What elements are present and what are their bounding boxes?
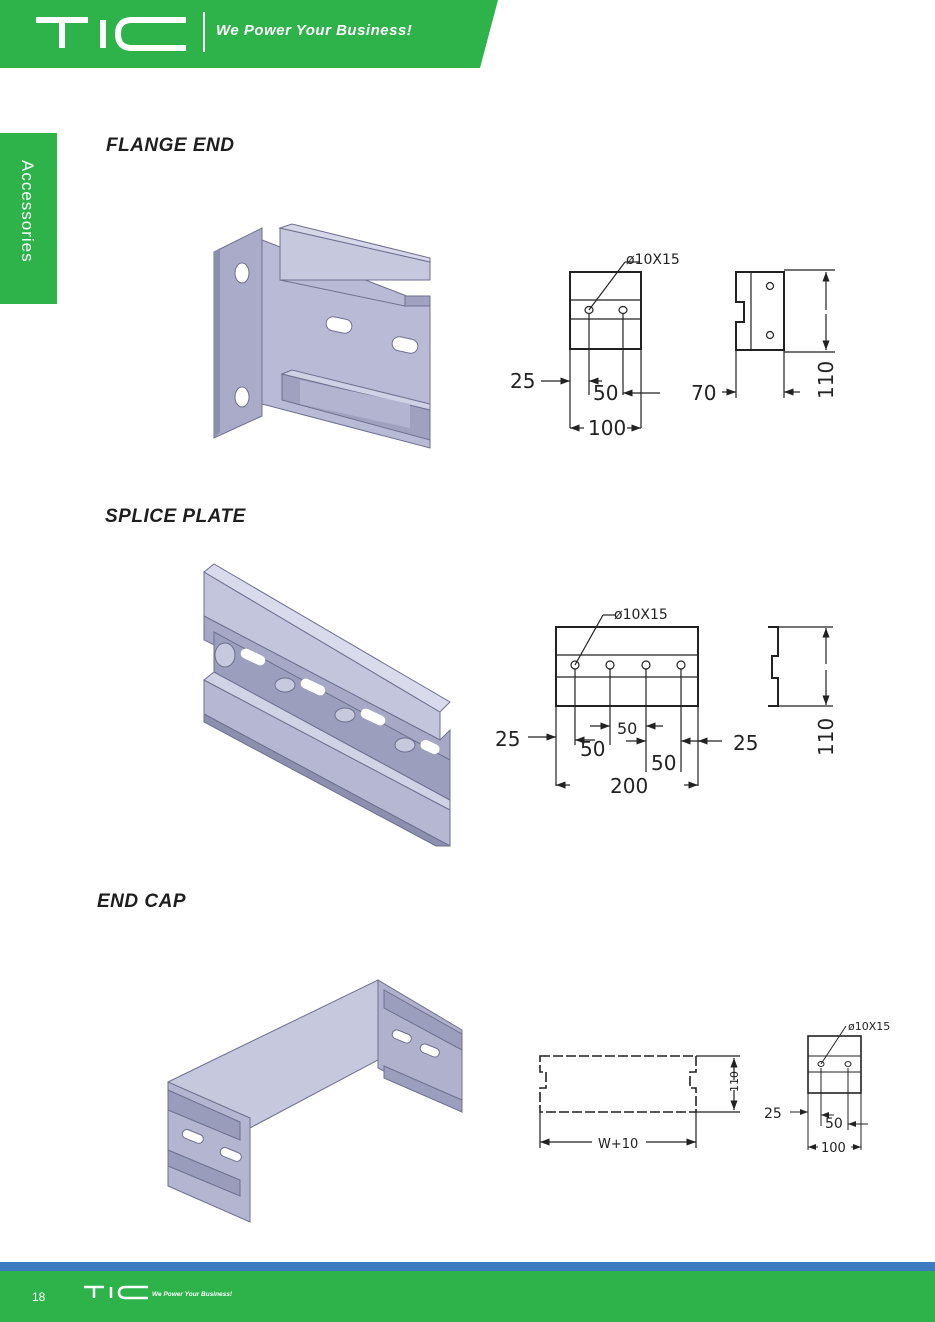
footer-blue-stripe xyxy=(0,1262,935,1271)
end-cap-dim-height: 110 xyxy=(728,1071,741,1092)
flange-hole-note: ø10X15 xyxy=(626,252,680,268)
header: We Power Your Business! xyxy=(0,0,935,70)
splice-hole-note: ø10X15 xyxy=(614,607,668,623)
flange-dim-a: 25 xyxy=(510,369,535,393)
splice-dim-c: 50 xyxy=(617,719,637,738)
end-cap-render xyxy=(167,979,463,1223)
footer-tic-logo xyxy=(84,1285,148,1300)
flange-dim-c: 100 xyxy=(588,416,626,440)
footer: 18 We Power Your Business! xyxy=(0,1262,935,1322)
end-cap-dim-width: W+10 xyxy=(598,1137,638,1152)
flange-end-render xyxy=(213,223,431,449)
side-tab xyxy=(0,133,57,304)
end-cap-hole-note: ø10X15 xyxy=(848,1020,890,1033)
section-title-splice-plate: SPLICE PLATE xyxy=(105,506,246,527)
header-band-shape xyxy=(0,0,498,68)
splice-plate-render xyxy=(203,563,451,847)
flange-dim-b: 50 xyxy=(593,381,618,405)
end-cap-dim-a: 25 xyxy=(764,1106,782,1122)
section-title-flange-end: FLANGE END xyxy=(106,135,235,156)
end-cap-front-view xyxy=(539,1055,740,1148)
splice-dim-b: 50 xyxy=(580,737,605,761)
splice-dim-e: 25 xyxy=(733,731,758,755)
side-tab-label: Accessories xyxy=(18,160,37,263)
splice-plate-front-view xyxy=(528,614,722,789)
brand-tagline: We Power Your Business! xyxy=(216,22,413,39)
footer-tagline: We Power Your Business! xyxy=(152,1291,233,1298)
flange-dim-e: 110 xyxy=(814,361,838,399)
flange-end-side-view xyxy=(722,269,835,398)
splice-plate-side-view xyxy=(768,626,833,707)
end-cap-hole-view xyxy=(790,1025,868,1150)
splice-dim-g: 110 xyxy=(814,718,838,756)
flange-dim-d: 70 xyxy=(691,381,716,405)
end-cap-dim-c: 100 xyxy=(821,1141,846,1156)
page-number: 18 xyxy=(32,1290,46,1304)
flange-end-front-view xyxy=(541,261,660,432)
splice-dim-d: 50 xyxy=(651,751,676,775)
section-title-end-cap: END CAP xyxy=(97,891,187,912)
splice-dim-f: 200 xyxy=(610,774,648,798)
splice-dim-a: 25 xyxy=(495,727,520,751)
footer-green-band xyxy=(0,1271,935,1322)
end-cap-dim-b: 50 xyxy=(825,1116,843,1132)
tic-logo xyxy=(36,17,186,51)
